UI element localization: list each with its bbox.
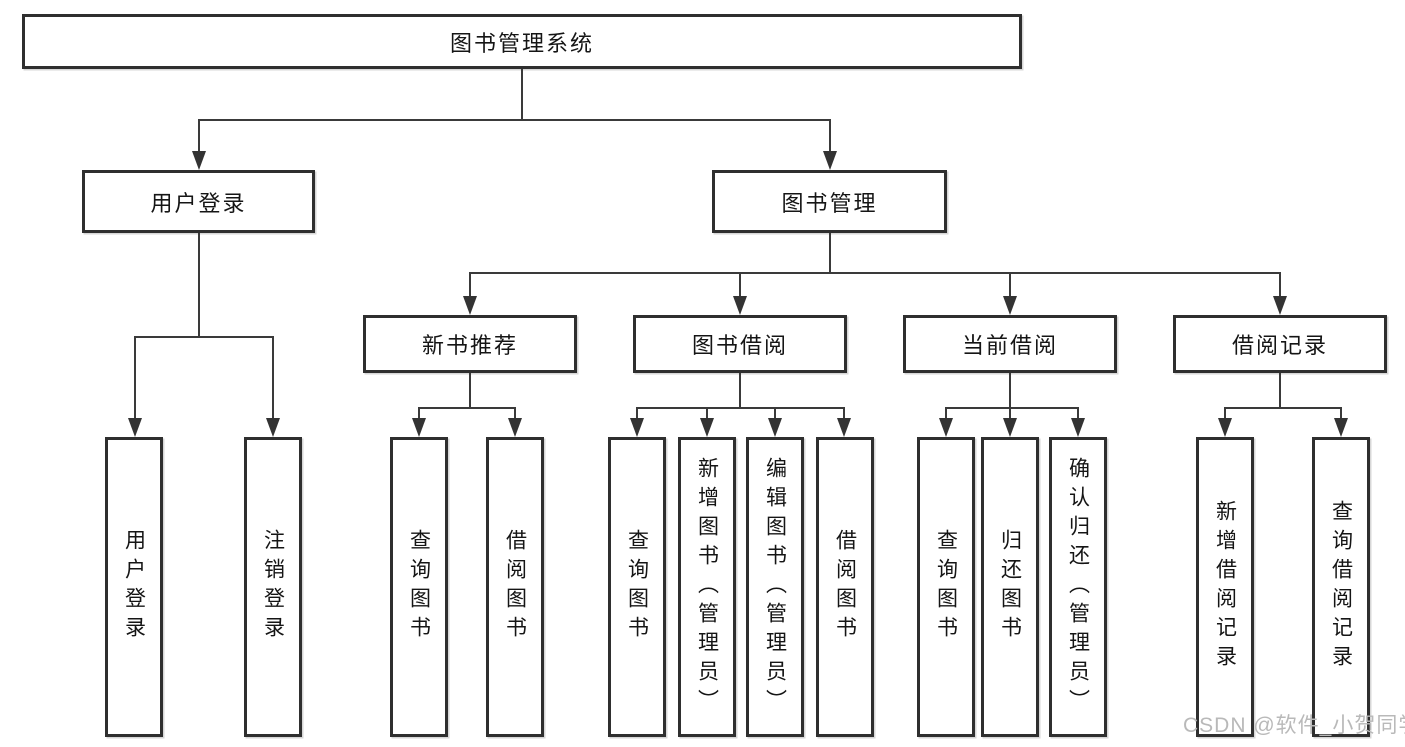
connector-line	[134, 337, 136, 419]
node-root-label: 图书管理系统	[449, 30, 594, 56]
node-book-management: 图书管理	[712, 170, 947, 233]
connector-line	[829, 233, 831, 274]
leaf-add-borrow-record-label: 新增借阅记录	[1213, 500, 1237, 674]
connector-line	[774, 408, 776, 419]
connector-line	[198, 233, 200, 338]
leaf-confirm-return-admin: 确认归还（管理员）	[1049, 437, 1107, 737]
node-new-book-recommend: 新书推荐	[363, 315, 577, 373]
leaf-user-login-label: 用户登录	[122, 529, 146, 645]
connector-line	[739, 373, 741, 408]
leaf-edit-book-admin: 编辑图书（管理员）	[746, 437, 804, 737]
connector-line	[1279, 373, 1281, 408]
connector-line	[706, 408, 708, 419]
connector-line	[469, 373, 471, 408]
connector-line	[636, 407, 845, 409]
arrow-down-icon	[768, 418, 782, 437]
arrow-down-icon	[1003, 296, 1017, 315]
leaf-logout-login: 注销登录	[244, 437, 302, 737]
node-book-borrow-label: 图书借阅	[691, 333, 788, 358]
arrow-down-icon	[1334, 418, 1348, 437]
arrow-down-icon	[1218, 418, 1232, 437]
leaf-borrow-books-1: 借阅图书	[486, 437, 544, 737]
connector-line	[1340, 408, 1342, 419]
connector-line	[469, 273, 471, 297]
connector-line	[1279, 273, 1281, 297]
arrow-down-icon	[508, 418, 522, 437]
leaf-query-books-3-label: 查询图书	[934, 529, 958, 645]
node-root: 图书管理系统	[22, 14, 1022, 69]
arrow-down-icon	[1071, 418, 1085, 437]
node-user-login-label: 用户登录	[150, 190, 247, 216]
connector-line	[1009, 373, 1011, 408]
leaf-add-borrow-record: 新增借阅记录	[1196, 437, 1254, 737]
connector-line	[945, 407, 1079, 409]
connector-line	[1224, 407, 1342, 409]
leaf-edit-book-admin-label: 编辑图书（管理员）	[763, 456, 787, 718]
csdn-watermark: CSDN @软件_小贺同学	[1183, 714, 1405, 737]
leaf-query-books-2: 查询图书	[608, 437, 666, 737]
leaf-borrow-books-1-label: 借阅图书	[503, 529, 527, 645]
node-borrow-records: 借阅记录	[1173, 315, 1387, 373]
connector-line	[945, 408, 947, 419]
node-new-book-recommend-label: 新书推荐	[421, 333, 518, 358]
leaf-add-book-admin-label: 新增图书（管理员）	[695, 456, 719, 718]
connector-line	[829, 120, 831, 153]
connector-line	[514, 408, 516, 419]
leaf-query-books-2-label: 查询图书	[625, 529, 649, 645]
arrow-down-icon	[837, 418, 851, 437]
arrow-down-icon	[128, 418, 142, 437]
connector-line	[418, 407, 516, 409]
arrow-down-icon	[733, 296, 747, 315]
leaf-query-books-3: 查询图书	[917, 437, 975, 737]
leaf-user-login: 用户登录	[105, 437, 163, 737]
leaf-borrow-books-2: 借阅图书	[816, 437, 874, 737]
leaf-borrow-books-2-label: 借阅图书	[833, 529, 857, 645]
connector-line	[1224, 408, 1226, 419]
node-book-borrow: 图书借阅	[633, 315, 847, 373]
connector-line	[636, 408, 638, 419]
connector-line	[418, 408, 420, 419]
connector-line	[272, 337, 274, 419]
leaf-query-borrow-record: 查询借阅记录	[1312, 437, 1370, 737]
node-current-borrow-label: 当前借阅	[961, 333, 1058, 358]
leaf-add-book-admin: 新增图书（管理员）	[678, 437, 736, 737]
node-book-management-label: 图书管理	[781, 190, 878, 216]
arrow-down-icon	[939, 418, 953, 437]
leaf-query-books-1-label: 查询图书	[407, 529, 431, 645]
leaf-return-book: 归还图书	[981, 437, 1039, 737]
arrow-down-icon	[1003, 418, 1017, 437]
arrow-down-icon	[412, 418, 426, 437]
node-current-borrow: 当前借阅	[903, 315, 1117, 373]
leaf-query-borrow-record-label: 查询借阅记录	[1329, 500, 1353, 674]
connector-line	[1077, 408, 1079, 419]
arrow-down-icon	[463, 296, 477, 315]
arrow-down-icon	[1273, 296, 1287, 315]
leaf-query-books-1: 查询图书	[390, 437, 448, 737]
leaf-confirm-return-admin-label: 确认归还（管理员）	[1066, 456, 1090, 718]
connector-line	[1009, 408, 1011, 419]
node-user-login: 用户登录	[82, 170, 315, 233]
leaf-return-book-label: 归还图书	[998, 529, 1022, 645]
connector-line	[134, 336, 274, 338]
connector-line	[739, 273, 741, 297]
arrow-down-icon	[192, 151, 206, 170]
node-borrow-records-label: 借阅记录	[1231, 333, 1328, 358]
connector-line	[198, 120, 200, 153]
leaf-logout-login-label: 注销登录	[261, 529, 285, 645]
arrow-down-icon	[700, 418, 714, 437]
connector-line	[1009, 273, 1011, 297]
connector-line	[521, 69, 523, 121]
arrow-down-icon	[823, 151, 837, 170]
arrow-down-icon	[266, 418, 280, 437]
connector-line	[469, 272, 1281, 274]
connector-line	[198, 119, 831, 121]
arrow-down-icon	[630, 418, 644, 437]
connector-line	[843, 408, 845, 419]
